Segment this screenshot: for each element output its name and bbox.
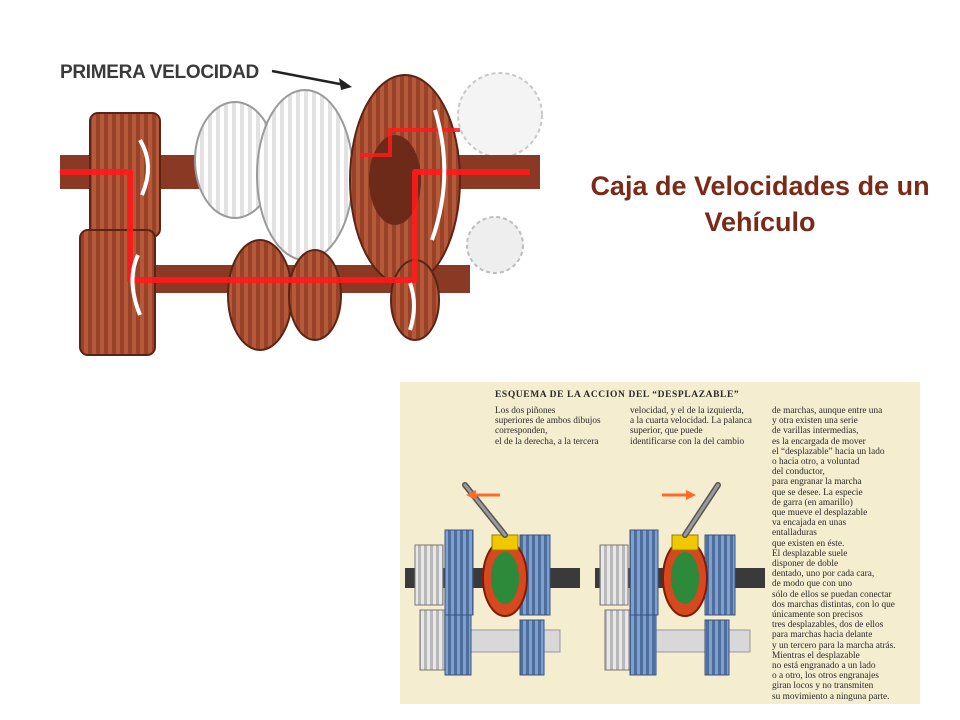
gear-illustrations bbox=[405, 482, 765, 676]
slide-title: Caja de Velocidades de un Vehículo bbox=[590, 171, 930, 237]
scheme-text-column-1: Los dos piñones superiores de ambos dibu… bbox=[495, 406, 601, 447]
scheme-text-column-3: de marchas, aunque entre una y otra exis… bbox=[772, 406, 896, 702]
first-gear-label: PRIMERA VELOCIDAD bbox=[60, 62, 259, 83]
scheme-title: ESQUEMA DE LA ACCION DEL “DESPLAZABLE” bbox=[495, 390, 740, 400]
sliding-gear-scheme: ESQUEMA DE LA ACCION DEL “DESPLAZABLE” L… bbox=[400, 382, 920, 704]
third-gear-assembly bbox=[595, 482, 765, 676]
scheme-text-column-2: velocidad, y el de la izquierda, a la cu… bbox=[630, 406, 752, 447]
fourth-gear-assembly bbox=[405, 482, 580, 676]
first-gear-diagram bbox=[60, 69, 543, 356]
